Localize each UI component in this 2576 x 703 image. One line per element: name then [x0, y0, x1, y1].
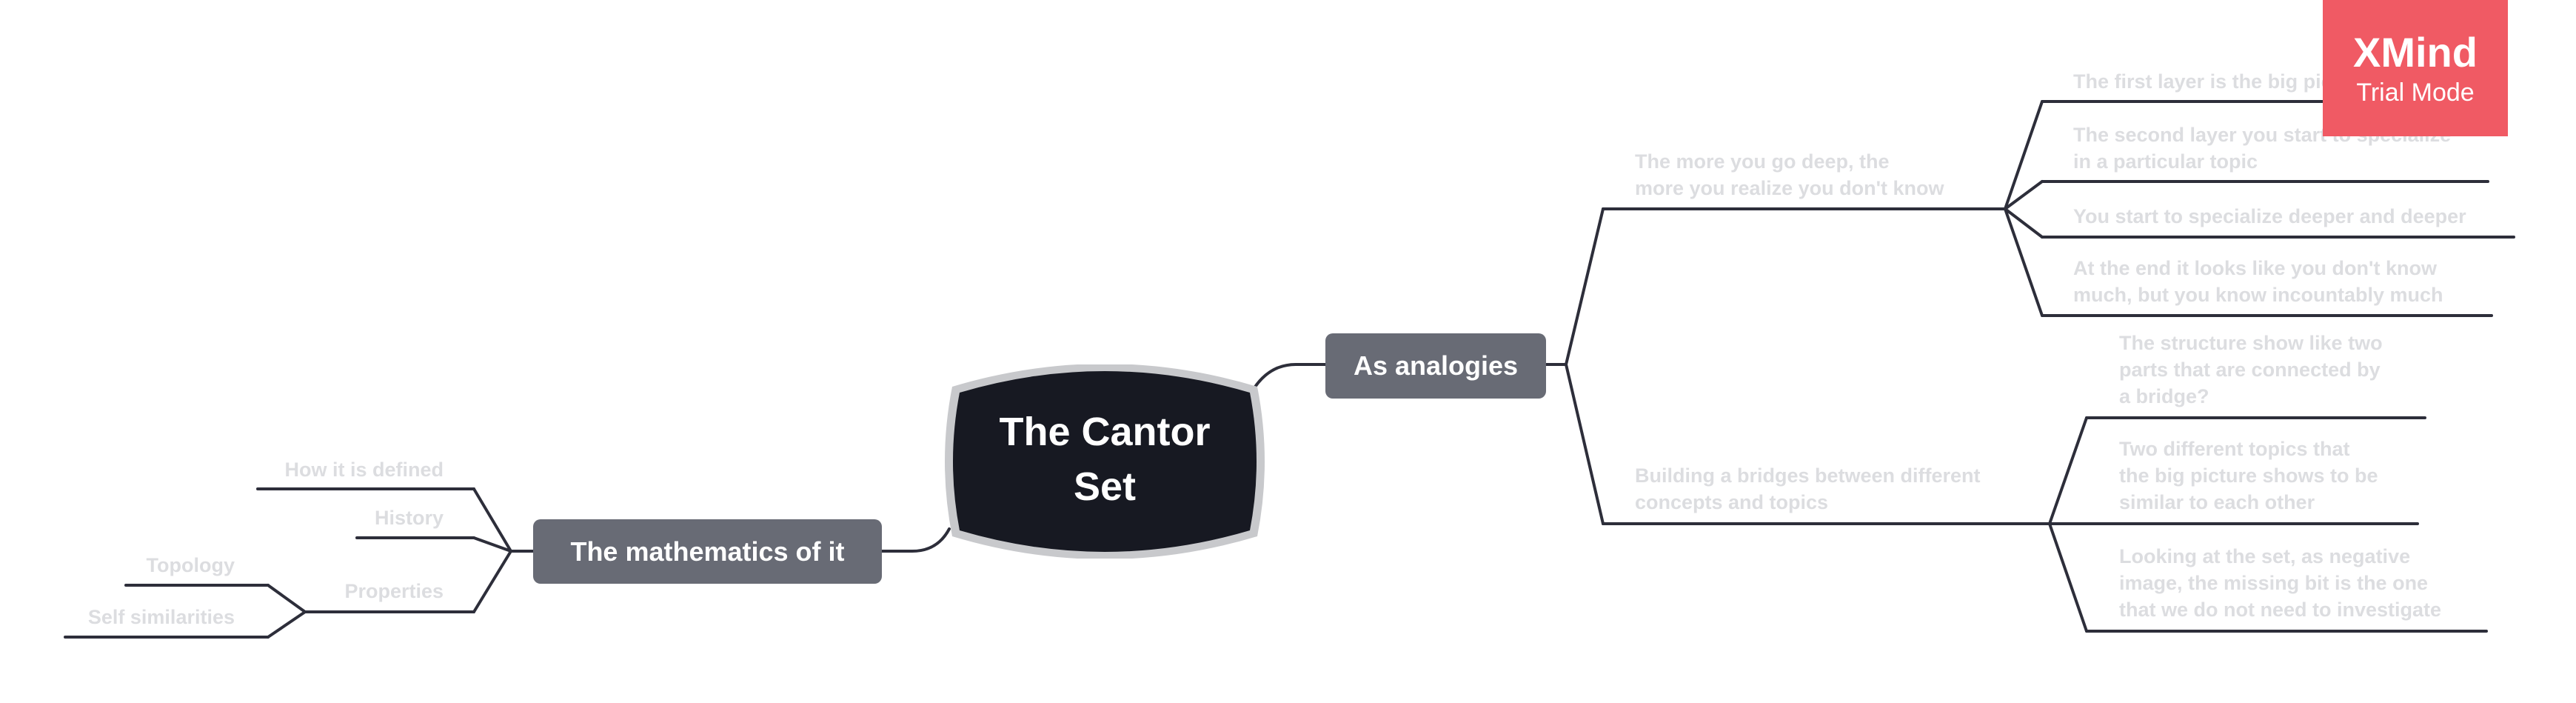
fork-deep — [2004, 100, 2044, 317]
topic-line: image, the missing bit is the one — [2119, 572, 2429, 594]
topic-two-different-topics[interactable]: Two different topics that the big pictur… — [2119, 436, 2378, 516]
branch-as-analogies[interactable]: As analogies — [1325, 333, 1546, 399]
subtopic-line: concepts and topics — [1635, 491, 1829, 513]
subtopic-line: The more you go deep, the — [1635, 150, 1890, 173]
branch-mathematics-of-it[interactable]: The mathematics of it — [533, 519, 882, 584]
subtopic-go-deep[interactable]: The more you go deep, the more you reali… — [1635, 148, 1944, 201]
topic-end-looks[interactable]: At the end it looks like you don't know … — [2073, 255, 2443, 308]
topic-line: much, but you know incountably much — [2073, 284, 2443, 306]
central-topic[interactable]: The Cantor Set — [942, 364, 1268, 559]
topic-topology[interactable]: Topology — [146, 554, 235, 576]
topic-structure-bridge[interactable]: The structure show like two parts that a… — [2119, 330, 2383, 410]
fork-bridges — [2048, 416, 2088, 633]
central-topic-line-1: The Cantor — [999, 410, 1211, 454]
topic-line: the big picture shows to be — [2119, 464, 2378, 487]
watermark-mode: Trial Mode — [2356, 79, 2475, 107]
subtopic-line: more you realize you don't know — [1635, 177, 1944, 199]
fork-properties — [267, 584, 307, 639]
topic-properties[interactable]: Properties — [344, 580, 444, 602]
central-topic-line-2: Set — [1073, 464, 1137, 509]
topic-first-layer[interactable]: The first layer is the big picture — [2073, 68, 2370, 95]
topic-history[interactable]: History — [374, 507, 444, 529]
topic-how-it-is-defined[interactable]: How it is defined — [284, 459, 444, 481]
topic-line: similar to each other — [2119, 491, 2315, 513]
topic-self-similarities[interactable]: Self similarities — [87, 606, 235, 628]
topic-line: At the end it looks like you don't know — [2073, 257, 2437, 279]
subtopic-bridges[interactable]: Building a bridges between different con… — [1635, 462, 1981, 516]
central-topic-title: The Cantor Set — [994, 404, 1216, 514]
mathematics-fork — [472, 487, 536, 613]
central-to-mathematics-connector — [880, 527, 951, 553]
topic-second-layer[interactable]: The second layer you start to specialize… — [2073, 121, 2451, 175]
topic-line: The first layer is the big picture — [2073, 70, 2370, 93]
topic-line: that we do not need to investigate — [2119, 599, 2442, 621]
central-topic-shape — [945, 364, 1265, 559]
topic-line: Looking at the set, as negative — [2119, 545, 2411, 567]
topic-line: parts that are connected by — [2119, 359, 2381, 381]
xmind-trial-watermark: XMind Trial Mode — [2323, 0, 2508, 136]
analogies-fork — [1544, 207, 1605, 525]
topic-line: Two different topics that — [2119, 438, 2350, 460]
topic-line: You start to specialize deeper and deepe… — [2073, 205, 2466, 227]
topic-line: a bridge? — [2119, 385, 2209, 407]
topic-negative-image[interactable]: Looking at the set, as negative image, t… — [2119, 543, 2441, 623]
watermark-brand: XMind — [2353, 29, 2478, 76]
subtopic-line: Building a bridges between different — [1635, 464, 1981, 487]
topic-line: in a particular topic — [2073, 150, 2258, 173]
topic-specialize-deeper[interactable]: You start to specialize deeper and deepe… — [2073, 203, 2466, 230]
topic-line: The structure show like two — [2119, 332, 2383, 354]
